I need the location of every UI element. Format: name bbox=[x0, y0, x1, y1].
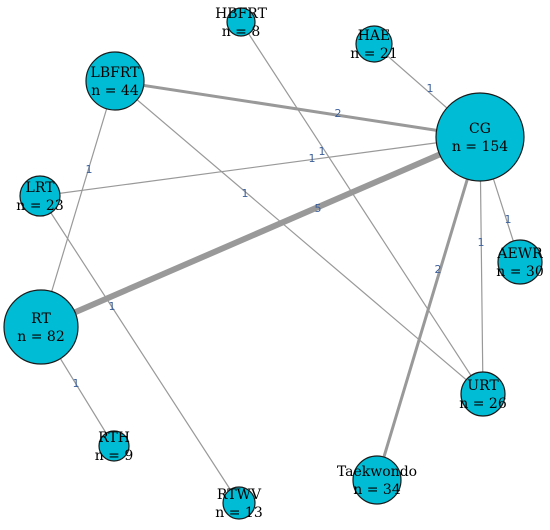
edge-weight-label: 1 bbox=[478, 236, 485, 249]
node-count-label: n = 82 bbox=[17, 329, 64, 345]
node-circle bbox=[460, 371, 506, 417]
edge-cg-lrt bbox=[39, 136, 481, 197]
node-count-label: n = 34 bbox=[353, 482, 401, 498]
node-hae: HAE n = 21 bbox=[350, 25, 398, 63]
node-name-label: AEWR bbox=[496, 246, 543, 262]
edge-weight-label: 1 bbox=[242, 187, 249, 200]
node-circle bbox=[98, 430, 130, 462]
edge-weight-label: 1 bbox=[309, 152, 316, 165]
node-rtwv: RTWV n = 13 bbox=[215, 486, 263, 521]
edge-weight-label: 1 bbox=[109, 300, 116, 313]
edge-weight-label: 1 bbox=[73, 377, 80, 390]
edge-weight-label: 1 bbox=[427, 82, 434, 95]
node-count-label: n = 13 bbox=[215, 505, 262, 521]
edge-weight-label: 1 bbox=[319, 145, 326, 158]
edge-weight-label: 2 bbox=[335, 107, 342, 120]
node-circle bbox=[226, 7, 256, 37]
node-count-label: n = 21 bbox=[350, 46, 397, 62]
edge-weight-label: 5 bbox=[315, 202, 322, 215]
node-name-label: RTH bbox=[98, 430, 130, 446]
node-name-label: Taekwondo bbox=[337, 464, 417, 480]
node-name-label: URT bbox=[467, 378, 499, 394]
edge-weight-label: 1 bbox=[86, 163, 93, 176]
node-circle bbox=[355, 25, 393, 63]
node-count-label: n = 8 bbox=[222, 24, 261, 40]
node-rt: RT n = 82 bbox=[3, 289, 79, 365]
edge-lbfrt-urt bbox=[114, 80, 484, 395]
node-taekwondo: Taekwondo n = 34 bbox=[337, 455, 417, 505]
node-name-label: LRT bbox=[26, 180, 56, 196]
node-circle bbox=[19, 175, 61, 217]
edge-weight-label: 2 bbox=[435, 263, 442, 276]
node-name-label: RTWV bbox=[217, 487, 262, 503]
node-circle bbox=[222, 486, 256, 520]
node-circle bbox=[435, 92, 525, 182]
edge-lbfrt-rt bbox=[40, 80, 116, 328]
node-circle bbox=[85, 51, 145, 111]
node-lbfrt: LBFRT n = 44 bbox=[85, 51, 145, 111]
node-count-label: n = 26 bbox=[459, 396, 507, 412]
node-aewr: AEWR n = 30 bbox=[496, 239, 544, 285]
node-name-label: RT bbox=[31, 311, 51, 327]
edge-weight-label: 1 bbox=[505, 213, 512, 226]
node-rth: RTH n = 9 bbox=[95, 430, 134, 464]
node-urt: URT n = 26 bbox=[459, 371, 507, 417]
node-hbfrt: HBFRT n = 8 bbox=[215, 6, 268, 40]
node-circle bbox=[352, 455, 402, 505]
node-count-label: n = 9 bbox=[95, 448, 134, 464]
node-name-label: HBFRT bbox=[215, 6, 268, 22]
node-circle bbox=[3, 289, 79, 365]
node-count-label: n = 44 bbox=[91, 83, 139, 99]
node-circle bbox=[497, 239, 543, 285]
node-name-label: HAE bbox=[358, 28, 391, 44]
node-cg: CG n = 154 bbox=[435, 92, 525, 182]
node-count-label: n = 23 bbox=[16, 198, 63, 214]
node-name-label: LBFRT bbox=[91, 65, 141, 81]
edge-lrt-rtwv bbox=[39, 195, 240, 504]
node-count-label: n = 30 bbox=[496, 264, 543, 280]
node-count-label: n = 154 bbox=[452, 139, 508, 155]
edge-cg-taekwondo bbox=[375, 135, 482, 482]
edge-hbfrt-urt bbox=[240, 21, 484, 395]
node-name-label: CG bbox=[469, 121, 491, 137]
edge-cg-rt bbox=[38, 134, 483, 330]
node-lrt: LRT n = 23 bbox=[16, 175, 64, 217]
